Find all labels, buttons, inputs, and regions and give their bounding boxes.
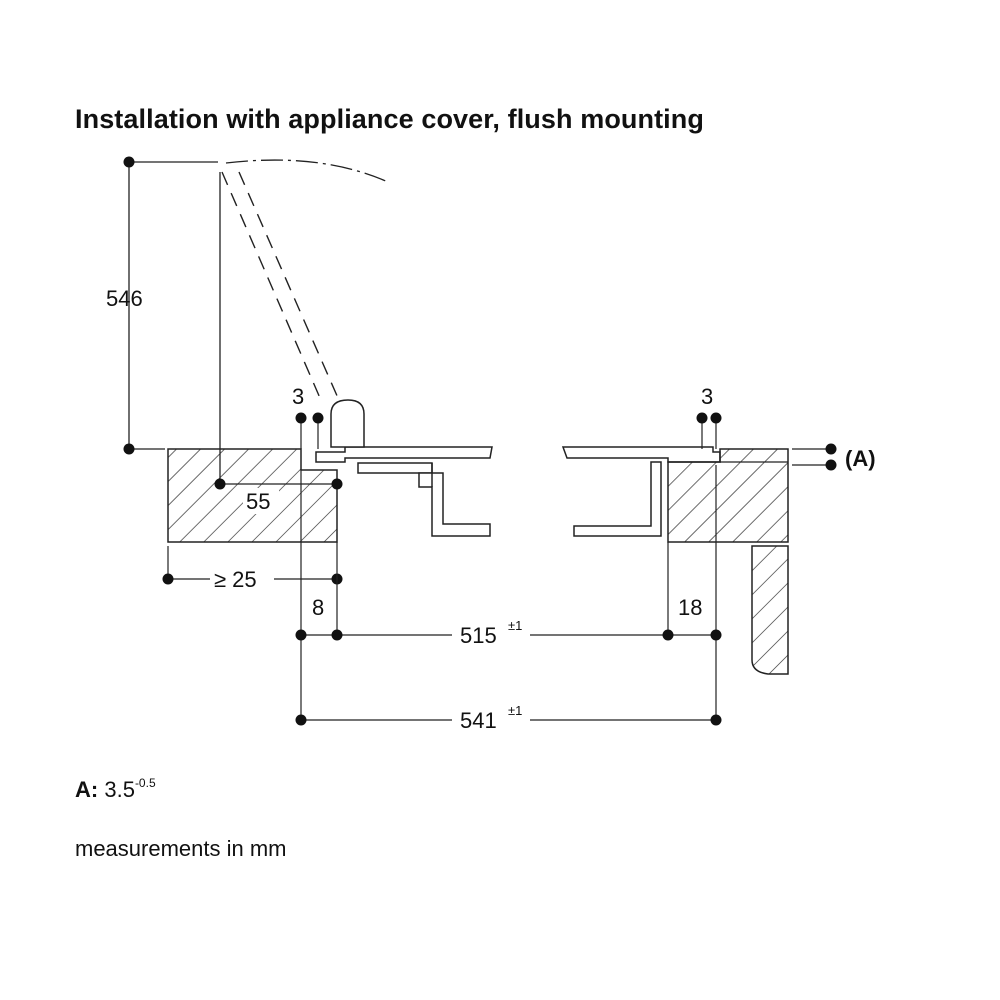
edge-right-label: 18 [678,595,702,620]
cabinet-side-wall [751,545,789,675]
dimension-dot [214,478,226,490]
dimension-dot [123,156,135,168]
height-dimension-label: 546 [106,286,143,311]
dimension-dot [312,412,324,424]
label-mask [243,488,279,514]
dimension-dot [331,478,343,490]
dimension-dot [662,629,674,641]
extension-lines [300,465,717,720]
dimension-dot [295,714,307,726]
min-distance-label: ≥ 25 [214,567,257,592]
a-reference-label: (A) [845,446,876,471]
diagram-title: Installation with appliance cover, flush… [75,104,704,134]
dimension-dot [123,443,135,455]
inner-width-tolerance: ±1 [508,618,522,633]
dimension-dot [295,629,307,641]
note-a: A: 3.5-0.5 [75,776,156,803]
dimension-height [128,161,218,450]
dimension-dot [295,412,307,424]
units-note: measurements in mm [75,836,287,861]
dimension-dot [696,412,708,424]
cover-swing-arc [225,159,389,183]
note-a-tolerance: -0.5 [134,776,156,790]
note-a-value: 3.5 [104,777,135,802]
dimension-dot [825,443,837,455]
dimension-dot [825,459,837,471]
dimension-dot [710,412,722,424]
cover-knob [330,399,365,448]
note-a-label: A: [75,777,99,802]
inner-width-label: 515 [460,623,497,648]
right-countertop [667,448,789,543]
left-appliance-frame [315,446,493,537]
dimension-dot [710,629,722,641]
dimension-dot [710,714,722,726]
outer-width-tolerance: ±1 [508,703,522,718]
open-cover-outline [221,171,339,399]
edge-left-label: 8 [312,595,324,620]
bolt-offset-label: 55 [246,489,270,514]
dimension-dot [162,573,174,585]
gap-left-label: 3 [292,384,304,409]
outer-width-label: 541 [460,708,497,733]
dimension-dot [331,629,343,641]
gap-right-label: 3 [701,384,713,409]
